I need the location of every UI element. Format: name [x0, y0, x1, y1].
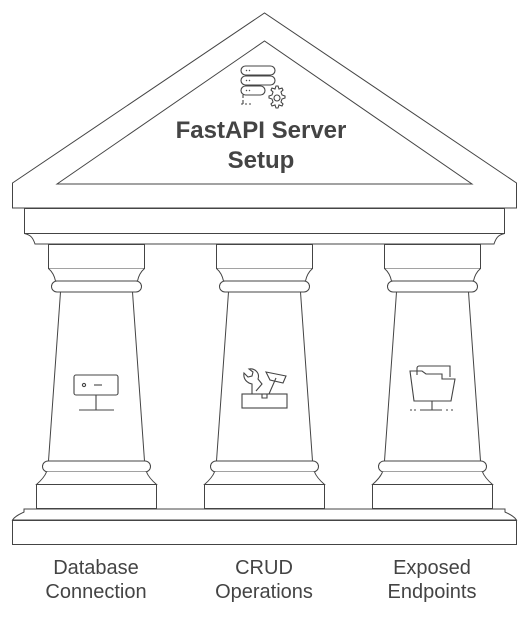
tools-icon [241, 368, 288, 409]
title-line-2: Setup [227, 147, 295, 174]
network-folder-icon [409, 365, 456, 411]
columns [35, 244, 494, 509]
pillar-label-line-1: Database [53, 557, 139, 579]
entablature [24, 208, 505, 245]
diagram-title: FastAPI Server Setup [140, 116, 382, 176]
pillar-label-line-2: Endpoints [387, 581, 477, 603]
pediment [12, 12, 517, 209]
title-line-1: FastAPI Server [175, 117, 347, 144]
pillar-label-line-2: Connection [45, 581, 147, 603]
column-1 [35, 244, 158, 509]
pillar-label-crud: CRUD Operations [184, 556, 344, 604]
column-3 [371, 244, 494, 509]
pillar-label-line-1: Exposed [393, 557, 471, 579]
pillar-label-line-1: CRUD [235, 557, 293, 579]
pillar-label-endpoints: Exposed Endpoints [352, 556, 512, 604]
column-2 [203, 244, 326, 509]
server-settings-icon [240, 65, 286, 109]
pillar-label-line-2: Operations [215, 581, 313, 603]
pillar-label-database: Database Connection [16, 556, 176, 604]
server-icon [73, 374, 119, 411]
temple-base [11, 508, 518, 545]
